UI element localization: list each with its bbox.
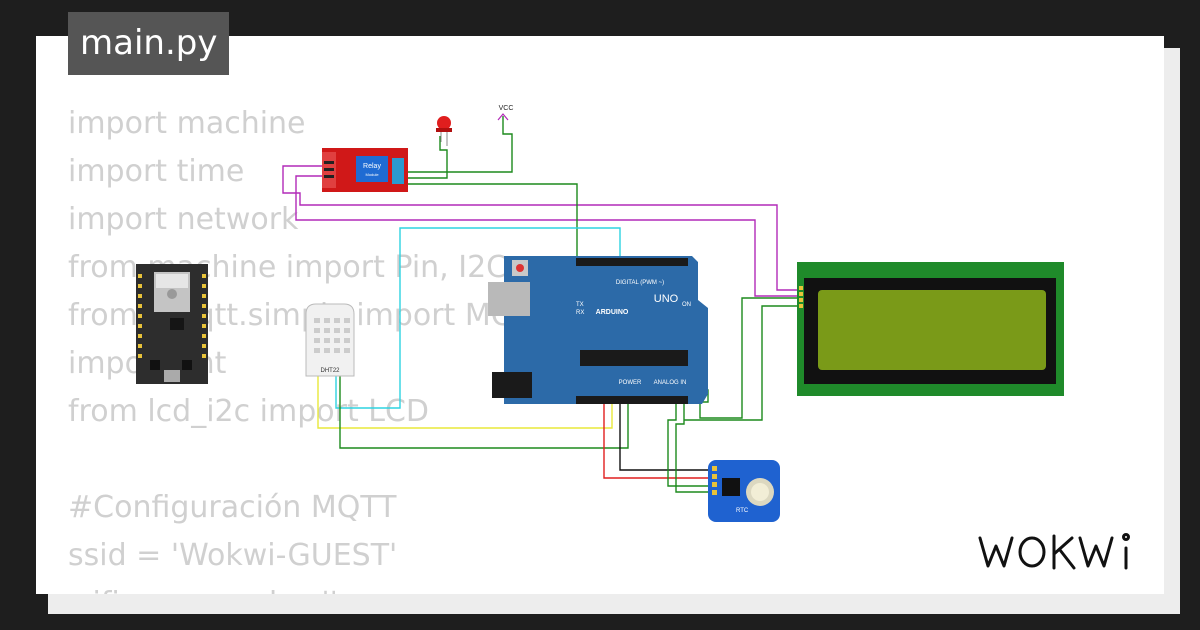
tx-label: TX (576, 302, 584, 308)
vcc-symbol: VCC (497, 105, 514, 121)
rtc-label: RTC (736, 508, 749, 514)
wire-cyan[interactable] (335, 227, 621, 409)
arduino-uno[interactable]: DIGITAL (PWM ~) UNO ARDUINO TX RX ON POW… (488, 256, 708, 404)
dht22-sensor[interactable]: DHT22 (305, 303, 355, 377)
code-line: import network (68, 202, 299, 237)
file-tab[interactable]: main.py (68, 12, 230, 75)
svg-text:VCC: VCC (499, 105, 514, 112)
digital-pwm-label: DIGITAL (PWM ~) (616, 280, 664, 286)
wire-black[interactable] (619, 395, 712, 471)
code-line: import time (68, 154, 245, 189)
lcd-display[interactable] (797, 262, 1064, 396)
dht22-label: DHT22 (320, 368, 340, 374)
wire-yellow[interactable] (317, 360, 613, 429)
code-line: import machine (68, 106, 306, 141)
relay-title: Relay (363, 163, 381, 170)
analog-in-label: ANALOG IN (654, 380, 687, 386)
code-line: wifi_password = '' (68, 586, 338, 594)
power-label: POWER (619, 380, 642, 386)
wire-green-dht[interactable] (339, 360, 629, 449)
on-label: ON (682, 302, 691, 308)
rx-label: RX (576, 310, 584, 316)
code-line: #Configuración MQTT (68, 490, 397, 525)
code-line: from lcd_i2c import LCD (68, 394, 430, 429)
wire-magenta-1[interactable] (282, 165, 803, 291)
relay-subtitle: Module (365, 172, 379, 177)
arduino-brand-label: ARDUINO (596, 309, 629, 316)
red-led[interactable] (436, 116, 452, 146)
esp32-board[interactable] (136, 264, 208, 384)
wokwi-logo (978, 533, 1130, 570)
rtc-module[interactable]: RTC (708, 460, 780, 522)
relay-module[interactable]: Relay Module (322, 148, 408, 192)
code-line: from machine import Pin, I2C (68, 250, 508, 285)
uno-model-label: UNO (654, 293, 679, 305)
code-line: ssid = 'Wokwi-GUEST' (68, 538, 398, 573)
wire-magenta-2[interactable] (295, 175, 803, 297)
wire-green-led[interactable] (405, 116, 578, 262)
